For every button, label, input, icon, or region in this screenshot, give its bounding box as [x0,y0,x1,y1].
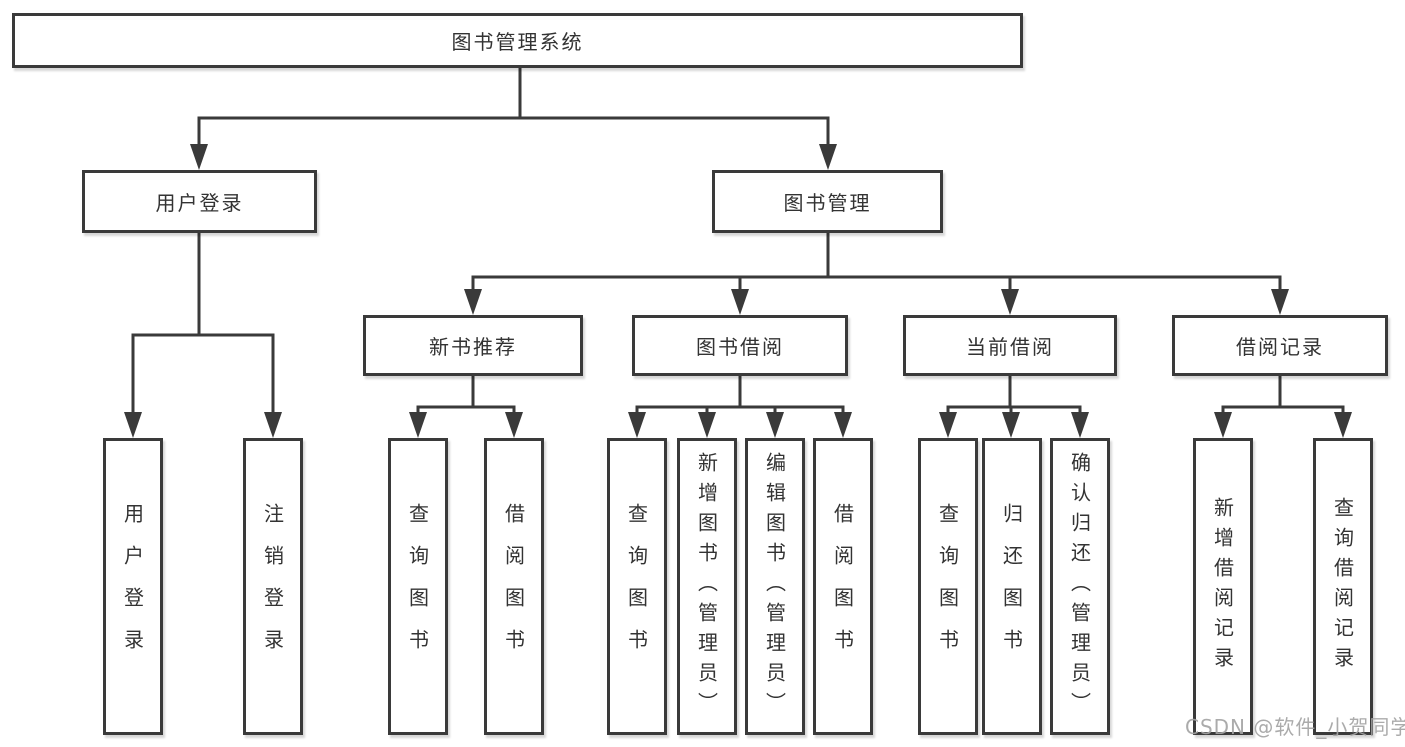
node-label: 图书借阅 [696,335,784,359]
node-book-management: 图书管理 [712,170,943,233]
leaf-logout: 注销登录 [243,438,303,735]
node-label: 新书推荐 [429,335,517,359]
node-label: 图书管理 [783,191,872,215]
leaf-borrow-books: 借阅图书 [813,438,873,735]
node-label: 查询图书 [405,502,430,671]
node-label: 借阅记录 [1236,335,1324,359]
node-label: 编辑图书（管理员） [762,451,787,722]
leaf-confirm-return-admin: 确认归还（管理员） [1050,438,1110,735]
leaf-add-book-admin: 新增图书（管理员） [677,438,737,735]
watermark: CSDN @软件_小贺同学 [1185,715,1405,739]
node-label: 注销登录 [260,502,285,671]
leaf-query-books-recommend: 查询图书 [388,438,448,735]
leaf-borrow-books-recommend: 借阅图书 [484,438,544,735]
node-label: 查询图书 [624,502,649,671]
node-new-book-recommend: 新书推荐 [363,315,583,376]
node-label: 查询借阅记录 [1330,496,1355,677]
node-label: 新增图书（管理员） [694,451,719,722]
node-label: 借阅图书 [830,502,855,671]
leaf-query-books-borrowing: 查询图书 [607,438,667,735]
node-label: 新增借阅记录 [1210,496,1235,677]
leaf-edit-book-admin: 编辑图书（管理员） [745,438,805,735]
leaf-user-login: 用户登录 [103,438,163,735]
node-current-borrowing: 当前借阅 [903,315,1117,376]
leaf-add-borrow-record: 新增借阅记录 [1193,438,1253,735]
node-library-management-system: 图书管理系统 [12,13,1023,68]
node-label: 借阅图书 [501,502,526,671]
node-label: 图书管理系统 [451,30,584,54]
node-label: 用户登录 [120,502,145,671]
leaf-query-books-current: 查询图书 [918,438,978,735]
leaf-query-borrow-record: 查询借阅记录 [1313,438,1373,735]
node-book-borrowing: 图书借阅 [632,315,848,376]
node-user-login: 用户登录 [82,170,317,233]
leaf-return-book: 归还图书 [982,438,1042,735]
node-label: 当前借阅 [966,335,1054,359]
node-label: 归还图书 [999,502,1024,671]
node-label: 查询图书 [935,502,960,671]
node-label: 确认归还（管理员） [1067,451,1092,722]
node-label: 用户登录 [155,191,244,215]
node-borrowing-records: 借阅记录 [1172,315,1388,376]
